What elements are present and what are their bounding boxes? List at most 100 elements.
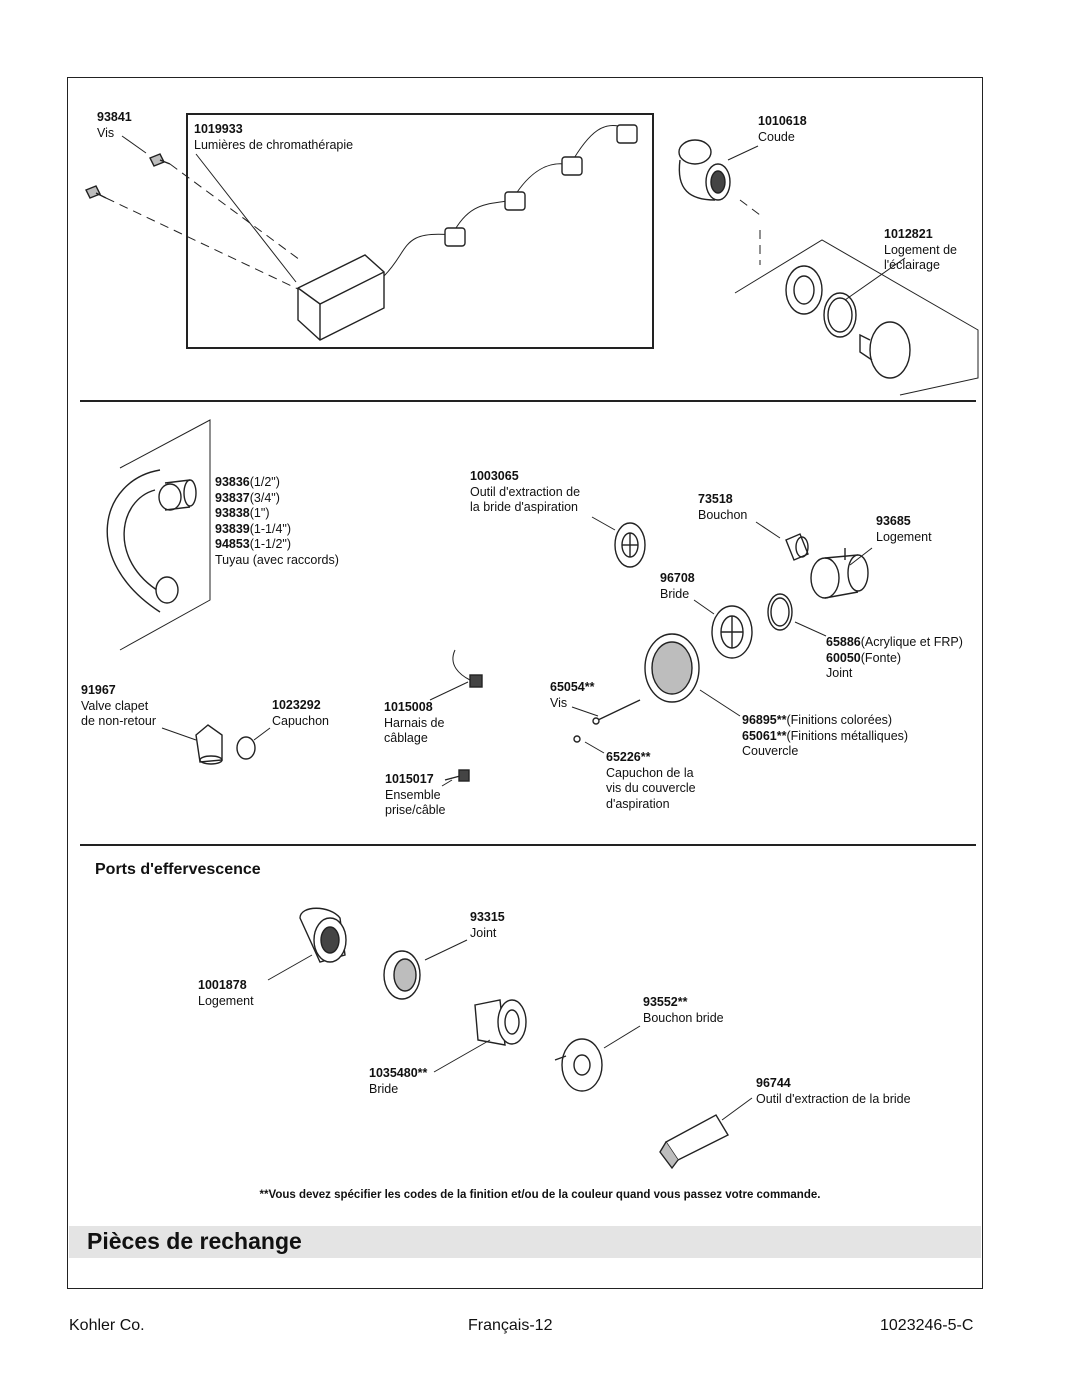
part-name: Vis xyxy=(550,695,568,710)
port-logement-icon xyxy=(299,907,347,963)
part-name: Capuchon xyxy=(272,713,329,728)
label-lights: 1019933 Lumières de chromathérapie xyxy=(194,122,353,153)
section-title-ports: Ports d'effervescence xyxy=(95,861,261,878)
part-name: Bouchon xyxy=(698,507,748,522)
part-name: Lumières de chromathérapie xyxy=(194,137,354,152)
part-number: 1019933 xyxy=(194,122,243,136)
bouchon-bride-icon xyxy=(554,1038,603,1092)
part-number: 60050 xyxy=(826,650,861,665)
part-name: la bride d'aspiration xyxy=(470,500,579,514)
order-note: **Vous devez spécifier les codes de la f… xyxy=(259,1189,821,1201)
part-name: Capuchon de la xyxy=(606,765,694,780)
label-bouchon-bride: 93552** Bouchon bride xyxy=(643,995,724,1026)
port-bride-icon xyxy=(474,999,527,1046)
label-vis: 65054** Vis xyxy=(550,680,595,711)
part-name: Bouchon bride xyxy=(643,1010,724,1025)
label-harness: 1015008 Harnais de câblage xyxy=(384,700,444,747)
part-number: 1010618 xyxy=(758,114,807,128)
label-flange-tool: 1003065 Outil d'extraction de la bride d… xyxy=(470,469,580,516)
banner-title: Pièces de rechange xyxy=(87,1228,302,1254)
screw-cap-icon xyxy=(573,735,581,743)
part-name: Harnais de xyxy=(384,715,445,730)
plug-icon xyxy=(785,533,809,561)
label-cap: 1023292 Capuchon xyxy=(272,698,329,729)
part-number: 93841 xyxy=(97,110,132,124)
label-screw: 93841 Vis xyxy=(97,110,132,141)
light-icon xyxy=(444,124,638,247)
part-number: 93552** xyxy=(643,995,688,1009)
part-number: 96744 xyxy=(756,1076,791,1090)
page-frame xyxy=(67,77,983,1289)
screw-icon xyxy=(85,153,171,199)
cap-icon xyxy=(236,736,256,760)
part-note: (Finitions colorées) xyxy=(786,713,893,727)
label-extraction-tool: 96744 Outil d'extraction de la bride xyxy=(756,1076,911,1107)
part-name: Vis xyxy=(97,125,115,140)
part-number: 93685 xyxy=(876,514,911,528)
part-number: 93315 xyxy=(470,910,505,924)
label-plug-cable: 1015017 Ensemble prise/câble xyxy=(385,772,445,819)
part-name: Ensemble xyxy=(385,787,441,802)
footer-doc-number: 1023246-5-C xyxy=(880,1317,974,1334)
footer-page: Français-12 xyxy=(468,1317,553,1334)
hose-part-row: 93838(1") xyxy=(215,506,270,520)
part-name: Logement de xyxy=(884,242,957,257)
label-cover: 96895**(Finitions colorées) 65061**(Fini… xyxy=(742,713,908,760)
part-name: Bride xyxy=(369,1081,399,1096)
part-name: d'aspiration xyxy=(606,796,670,811)
part-number: 1015017 xyxy=(385,772,434,786)
part-name: Joint xyxy=(470,925,497,940)
label-housing: 1012821 Logement de l'éclairage xyxy=(884,227,957,274)
part-name: Logement xyxy=(876,529,932,544)
housing-icon xyxy=(785,265,911,379)
port-joint-icon xyxy=(383,950,421,1000)
section-divider xyxy=(80,844,976,846)
part-name: Tuyau (avec raccords) xyxy=(215,552,339,567)
part-name: Valve clapet xyxy=(81,698,149,713)
label-port-logement: 1001878 Logement xyxy=(198,978,254,1009)
part-name: Coude xyxy=(758,129,795,144)
long-screw-icon xyxy=(592,699,641,725)
extraction-tool-icon xyxy=(659,1114,729,1170)
part-name: Logement xyxy=(198,993,254,1008)
part-number: 96708 xyxy=(660,571,695,585)
part-name: Outil d'extraction de xyxy=(470,484,581,499)
label-joint: 65886(Acrylique et FRP) 60050(Fonte) Joi… xyxy=(826,635,963,682)
label-logement: 93685 Logement xyxy=(876,514,932,545)
hose-part-row: 93839(1-1/4") xyxy=(215,521,292,536)
part-number: 65054** xyxy=(550,680,595,694)
hose-part-row: 93837(3/4") xyxy=(215,490,280,505)
part-number: 91967 xyxy=(81,683,116,697)
part-name: câblage xyxy=(384,731,428,745)
part-number: 1001878 xyxy=(198,978,247,992)
label-plug: 73518 Bouchon xyxy=(698,492,747,523)
label-elbow: 1010618 Coude xyxy=(758,114,807,145)
flange-tool-icon xyxy=(614,522,646,568)
label-port-joint: 93315 Joint xyxy=(470,910,505,941)
part-number: 73518 xyxy=(698,492,733,506)
control-box-icon xyxy=(297,254,385,341)
part-note: (Fonte) xyxy=(860,650,902,665)
part-number: 1035480** xyxy=(369,1066,428,1080)
label-bride: 96708 Bride xyxy=(660,571,695,602)
plug-cable-icon xyxy=(444,769,470,782)
part-number: 65226** xyxy=(606,750,651,764)
gasket-icon xyxy=(767,593,793,631)
part-name: Bride xyxy=(660,586,690,601)
part-number: 65886 xyxy=(826,635,861,649)
hose-part-row: 94853(1-1/2") xyxy=(215,537,292,551)
hose-part-row: 93836(1/2") xyxy=(215,475,280,489)
logement-icon xyxy=(810,548,870,599)
part-number: 65061** xyxy=(742,728,787,743)
part-name: de non-retour xyxy=(81,714,157,728)
part-number: 1023292 xyxy=(272,698,321,712)
footer-company: Kohler Co. xyxy=(69,1317,145,1334)
cover-icon xyxy=(644,633,700,703)
part-number: 1015008 xyxy=(384,700,433,714)
label-check-valve: 91967 Valve clapet de non-retour xyxy=(81,683,156,730)
part-name: l'éclairage xyxy=(884,258,940,272)
part-name: Outil d'extraction de la bride xyxy=(756,1091,911,1106)
label-screw-cap: 65226** Capuchon de la vis du couvercle … xyxy=(606,750,696,812)
part-name: vis du couvercle xyxy=(606,781,696,795)
